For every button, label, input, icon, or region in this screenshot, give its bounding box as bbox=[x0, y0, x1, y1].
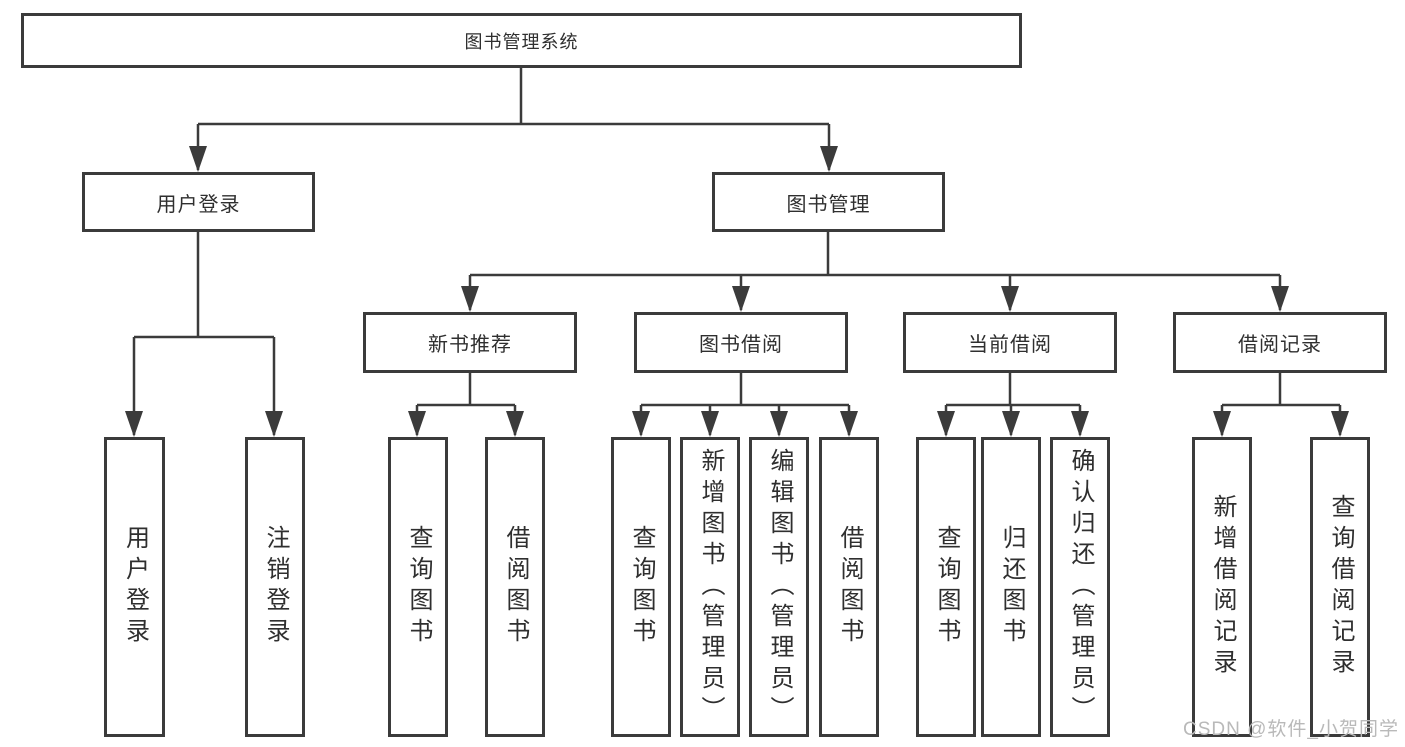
arrowhead-icon bbox=[1002, 411, 1020, 437]
arrowhead-icon bbox=[1271, 286, 1289, 312]
arrowhead-icon bbox=[1331, 411, 1349, 437]
arrowhead-icon bbox=[1213, 411, 1231, 437]
arrowhead-icon bbox=[820, 146, 838, 172]
arrowhead-icon bbox=[937, 411, 955, 437]
arrowhead-icon bbox=[265, 411, 283, 437]
node-book-management: 图书管理 bbox=[712, 172, 945, 232]
leaf-borrow-books-recommend: 借阅图书 bbox=[485, 437, 545, 737]
arrowhead-icon bbox=[701, 411, 719, 437]
leaf-query-books-current: 查询图书 bbox=[916, 437, 976, 737]
leaf-query-books-borrow: 查询图书 bbox=[611, 437, 671, 737]
leaf-user-login: 用户登录 bbox=[104, 437, 165, 737]
arrowhead-icon bbox=[408, 411, 426, 437]
connector-path bbox=[132, 68, 1342, 435]
leaf-edit-books-admin: 编辑图书（管理员） bbox=[749, 437, 809, 737]
leaf-add-borrow-record: 新增借阅记录 bbox=[1192, 437, 1252, 737]
arrowhead-icon bbox=[840, 411, 858, 437]
leaf-add-books-admin: 新增图书（管理员） bbox=[680, 437, 740, 737]
arrowhead-icon bbox=[1001, 286, 1019, 312]
arrowhead-icon bbox=[125, 411, 143, 437]
node-root-system: 图书管理系统 bbox=[21, 13, 1022, 68]
node-borrow-records: 借阅记录 bbox=[1173, 312, 1387, 373]
leaf-return-books: 归还图书 bbox=[981, 437, 1041, 737]
leaf-query-books-recommend: 查询图书 bbox=[388, 437, 448, 737]
node-current-borrow: 当前借阅 bbox=[903, 312, 1117, 373]
arrowhead-icon bbox=[189, 146, 207, 172]
arrowhead-icon bbox=[506, 411, 524, 437]
node-user-login: 用户登录 bbox=[82, 172, 315, 232]
leaf-query-borrow-record: 查询借阅记录 bbox=[1310, 437, 1370, 737]
leaf-borrow-books: 借阅图书 bbox=[819, 437, 879, 737]
leaf-confirm-return-admin: 确认归还（管理员） bbox=[1050, 437, 1110, 737]
arrowhead-icon bbox=[1071, 411, 1089, 437]
leaf-logout: 注销登录 bbox=[245, 437, 305, 737]
arrowhead-icon bbox=[461, 286, 479, 312]
arrowhead-icon bbox=[732, 286, 750, 312]
node-book-borrow: 图书借阅 bbox=[634, 312, 848, 373]
arrowhead-icon bbox=[770, 411, 788, 437]
node-new-book-recommend: 新书推荐 bbox=[363, 312, 577, 373]
watermark: CSDN @软件_小贺同学 bbox=[1183, 719, 1399, 740]
arrowhead-icon bbox=[632, 411, 650, 437]
